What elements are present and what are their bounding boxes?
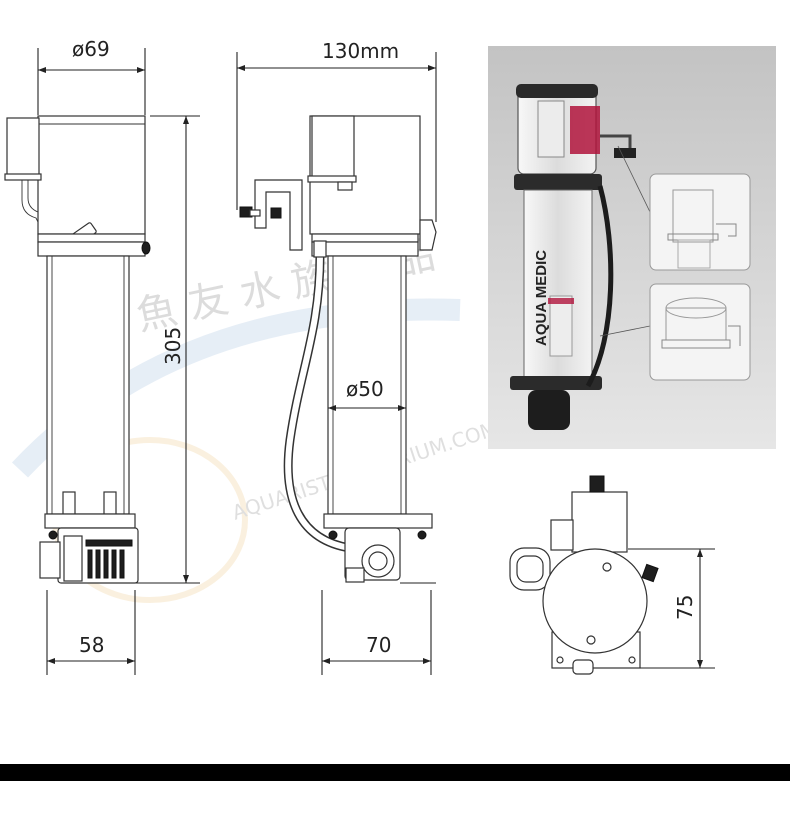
bottom-bar [0,764,790,781]
dim-tube-diameter: ø50 [346,377,384,401]
dim-base-width-front: 58 [79,633,104,657]
pump-grille [85,539,133,579]
dim-top-diameter: ø69 [72,37,110,61]
top-view: 75 [509,475,715,675]
dim-top-view-depth: 75 [673,595,697,620]
dim-height: 305 [161,327,185,365]
front-view: ø69 [4,37,200,675]
dim-total-width: 130mm [322,39,399,63]
side-view: 130mm ø50 [236,39,437,675]
dim-base-width-side: 70 [366,633,391,657]
product-photo: AQUA MEDIC [488,46,776,449]
product-brand-label: AQUA MEDIC [533,250,550,346]
